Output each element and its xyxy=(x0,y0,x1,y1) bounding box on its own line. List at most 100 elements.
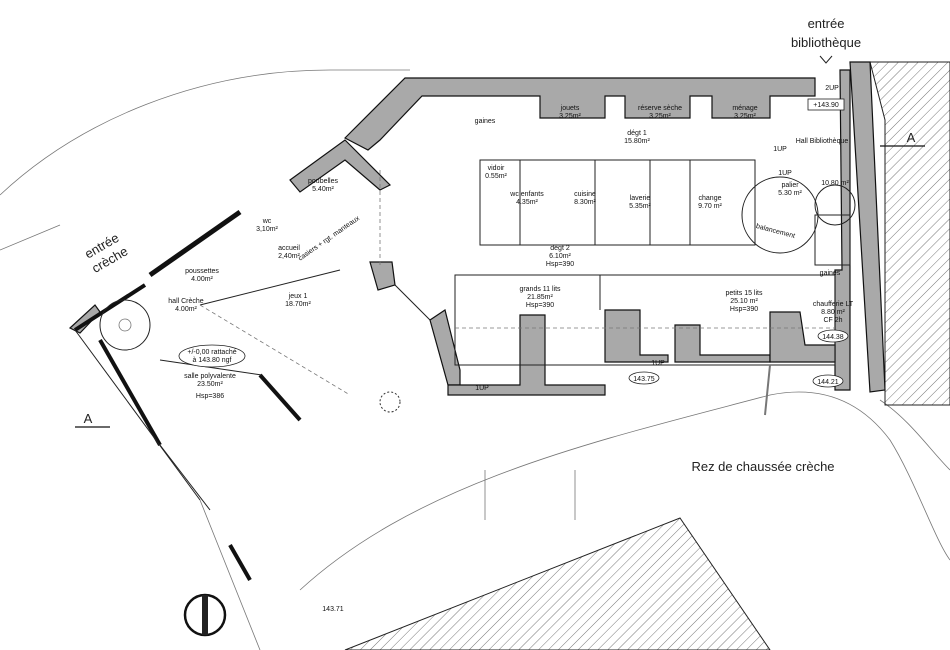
svg-text:petits 15 lits: petits 15 lits xyxy=(726,290,763,297)
svg-text:réserve sèche: réserve sèche xyxy=(638,105,682,112)
svg-text:poussettes: poussettes xyxy=(185,268,219,275)
datum-marker xyxy=(178,344,246,368)
svg-text:change: change xyxy=(699,195,722,202)
svg-text:vidoir: vidoir xyxy=(488,165,505,172)
section-marker: A xyxy=(84,411,93,426)
svg-text:5.30 m²: 5.30 m² xyxy=(778,190,802,197)
svg-text:9.70 m²: 9.70 m² xyxy=(698,203,722,210)
wall xyxy=(674,324,771,363)
svg-text:accueil: accueil xyxy=(278,245,300,252)
svg-text:CF 2h: CF 2h xyxy=(823,317,842,324)
level-marker xyxy=(817,329,849,343)
wall xyxy=(73,283,147,332)
north-arrow-icon xyxy=(202,595,208,635)
wall xyxy=(343,77,816,151)
entrance-bibliotheque-label: bibliothèque xyxy=(791,35,861,50)
pillar xyxy=(369,261,396,291)
entrance-arrow-icon xyxy=(819,55,833,64)
round-hall xyxy=(814,184,856,226)
svg-text:wc: wc xyxy=(262,218,272,225)
svg-text:0.55m²: 0.55m² xyxy=(485,173,507,180)
site-boundary xyxy=(199,499,261,650)
dashed-line xyxy=(199,304,351,396)
wall xyxy=(849,61,886,393)
svg-text:18.70m²: 18.70m² xyxy=(285,301,311,308)
svg-text:3.25m²: 3.25m² xyxy=(649,113,671,120)
plan-title: Rez de chaussée crèche xyxy=(691,459,834,474)
svg-text:Hsp=386: Hsp=386 xyxy=(196,393,224,400)
wall xyxy=(159,359,263,376)
svg-text:poubelles: poubelles xyxy=(308,178,338,185)
level-marker-label: 144.21 xyxy=(817,379,839,386)
svg-text:dégt 1: dégt 1 xyxy=(627,130,647,137)
svg-text:Hsp=390: Hsp=390 xyxy=(526,302,554,309)
svg-text:hall Crèche: hall Crèche xyxy=(168,298,204,305)
wall xyxy=(199,269,341,306)
level-marker xyxy=(812,374,844,388)
access-line xyxy=(764,364,771,416)
svg-text:3.25m²: 3.25m² xyxy=(559,113,581,120)
svg-text:balancement: balancement xyxy=(755,223,796,240)
svg-text:3.25m²: 3.25m² xyxy=(734,113,756,120)
section-marker: A xyxy=(907,130,916,145)
level-marker-label: 143.71 xyxy=(322,606,344,613)
wall xyxy=(429,309,461,386)
svg-text:Hall Bibliothèque: Hall Bibliothèque xyxy=(796,138,849,145)
svg-text:8.80 m²: 8.80 m² xyxy=(821,309,845,316)
svg-text:jeux 1: jeux 1 xyxy=(288,293,308,300)
svg-text:21.85m²: 21.85m² xyxy=(527,294,553,301)
wall xyxy=(74,329,201,501)
svg-text:1UP: 1UP xyxy=(773,146,787,153)
svg-text:laverie: laverie xyxy=(630,195,651,202)
wall xyxy=(148,209,242,278)
svg-text:6.10m²: 6.10m² xyxy=(549,253,571,260)
partition xyxy=(814,214,851,266)
svg-text:chaufferie LT: chaufferie LT xyxy=(813,301,854,308)
spiral-stair xyxy=(118,318,132,332)
svg-text:palier: palier xyxy=(781,182,799,189)
site-boundary xyxy=(0,224,61,251)
svg-text:25.10 m²: 25.10 m² xyxy=(730,298,758,305)
neighbour-building xyxy=(344,517,771,650)
svg-text:4.00m²: 4.00m² xyxy=(175,306,197,313)
entrance-bibliotheque-label: entrée xyxy=(808,16,845,31)
svg-text:1UP: 1UP xyxy=(651,360,665,367)
level-marker-label: 143.75 xyxy=(633,376,655,383)
svg-text:cuisine: cuisine xyxy=(574,191,596,198)
neighbour-building xyxy=(869,61,950,406)
wall xyxy=(258,373,302,422)
svg-text:ménage: ménage xyxy=(732,105,757,112)
svg-text:dégt 2: dégt 2 xyxy=(550,245,570,252)
wall xyxy=(447,314,606,396)
svg-text:15.80m²: 15.80m² xyxy=(624,138,650,145)
svg-text:5.40m²: 5.40m² xyxy=(312,186,334,193)
svg-text:Hsp=390: Hsp=390 xyxy=(730,306,758,313)
tree-icon xyxy=(379,391,401,413)
level-marker-label: 144.38 xyxy=(822,334,844,341)
partition xyxy=(454,274,836,366)
svg-text:gaines: gaines xyxy=(475,118,496,125)
svg-text:2UP: 2UP xyxy=(825,85,839,92)
site-boundary xyxy=(879,399,950,471)
datum-label: à 143.80 ngf xyxy=(193,357,232,364)
spiral-stair xyxy=(741,176,819,254)
svg-text:10.80 m²: 10.80 m² xyxy=(821,180,849,187)
svg-text:5.35m²: 5.35m² xyxy=(629,203,651,210)
svg-text:1UP: 1UP xyxy=(475,385,489,392)
wall xyxy=(604,309,669,363)
svg-text:casiers + rgt. manteaux: casiers + rgt. manteaux xyxy=(297,215,361,263)
spiral-stair xyxy=(99,299,151,351)
svg-text:1UP: 1UP xyxy=(778,170,792,177)
svg-text:jouets: jouets xyxy=(560,105,580,112)
svg-text:8.30m²: 8.30m² xyxy=(574,199,596,206)
level-marker xyxy=(628,371,660,385)
svg-text:grands 11 lits: grands 11 lits xyxy=(519,286,561,293)
partition xyxy=(479,159,756,246)
svg-text:3,10m²: 3,10m² xyxy=(256,226,278,233)
svg-text:2,40m²: 2,40m² xyxy=(278,253,300,260)
svg-text:4.35m²: 4.35m² xyxy=(516,199,538,206)
svg-text:23.50m²: 23.50m² xyxy=(197,381,223,388)
site-boundary xyxy=(0,69,410,196)
